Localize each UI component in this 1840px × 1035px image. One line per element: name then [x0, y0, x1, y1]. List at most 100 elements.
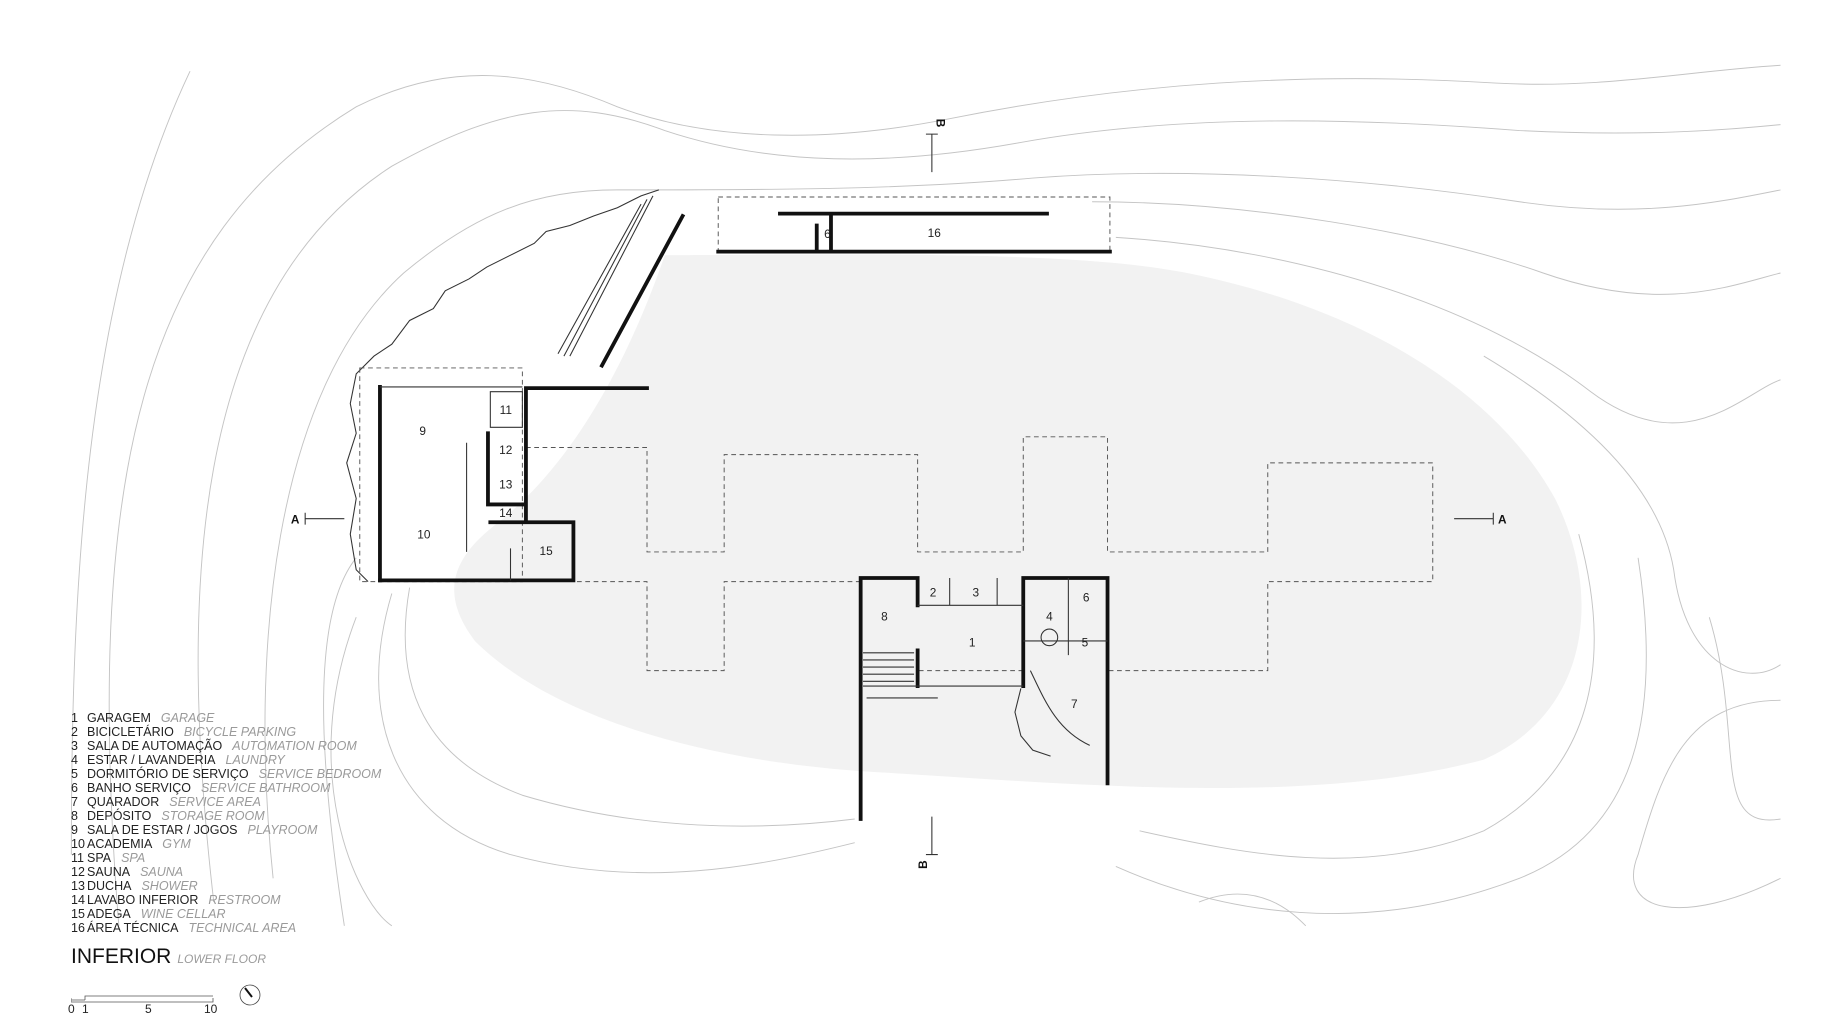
retaining-edge — [346, 189, 660, 582]
room-label: 7 — [1071, 697, 1078, 711]
legend-number: 14 — [71, 893, 85, 907]
legend-name: QUARADOR — [87, 795, 160, 809]
plan-title: INFERIOR LOWER FLOOR — [71, 945, 266, 969]
section-b-top: B — [934, 119, 948, 128]
scale-bar-graphic — [71, 984, 261, 1006]
room-label: 10 — [417, 527, 431, 541]
legend-name-en: TECHNICAL AREA — [188, 921, 297, 935]
legend-name: DUCHA — [87, 879, 132, 893]
legend-number: 16 — [71, 921, 85, 935]
legend-name-en: AUTOMATION ROOM — [232, 739, 357, 753]
legend-name: GARAGEM — [87, 711, 151, 725]
legend-name-en: RESTROOM — [208, 893, 281, 907]
legend-number: 6 — [71, 781, 78, 795]
legend-item: 9 SALA DE ESTAR / JOGOS PLAYROOM — [71, 823, 381, 837]
title-pt: INFERIOR — [71, 945, 172, 968]
scale-tick: 5 — [145, 1002, 152, 1016]
legend-name-en: PLAYROOM — [247, 823, 318, 837]
room-label: 15 — [540, 544, 554, 558]
legend-name: BICICLETÁRIO — [87, 725, 174, 739]
legend-number: 13 — [71, 879, 85, 893]
stair-lines — [557, 195, 654, 357]
legend-name: ADEGA — [87, 907, 131, 921]
legend-number: 12 — [71, 865, 85, 879]
room-label: 3 — [972, 586, 979, 600]
scale-tick: 1 — [82, 1002, 89, 1016]
scale-tick: 10 — [204, 1002, 218, 1016]
legend-name-en: WINE CELLAR — [140, 907, 226, 921]
legend-name: LAVABO INFERIOR — [87, 893, 199, 907]
legend-name-en: LAUNDRY — [225, 753, 285, 767]
legend-name-en: STORAGE ROOM — [161, 809, 265, 823]
upper-floor-outline — [525, 436, 1434, 672]
north-arrow-icon — [239, 984, 261, 1006]
legend-name-en: GYM — [162, 837, 191, 851]
legend-number: 7 — [71, 795, 78, 809]
tech-area-outline — [717, 196, 1111, 254]
room-label: 1 — [969, 635, 976, 649]
room-label: 6 — [1083, 590, 1090, 604]
legend-item: 7 QUARADOR SERVICE AREA — [71, 795, 381, 809]
legend-number: 5 — [71, 767, 78, 781]
title-en: LOWER FLOOR — [177, 952, 267, 966]
legend-number: 2 — [71, 725, 78, 739]
legend-name-en: SERVICE AREA — [169, 795, 261, 809]
room-labels: 6 16 9 10 11 12 13 14 15 8 1 2 3 4 6 5 7 — [417, 226, 1090, 711]
legend-number: 1 — [71, 711, 78, 725]
section-markers: A A B B — [291, 119, 1507, 869]
legend-name: SPA — [87, 851, 112, 865]
legend-name: SALA DE AUTOMAÇÃO — [87, 739, 223, 753]
legend-item: 2 BICICLETÁRIO BICYCLE PARKING — [71, 725, 381, 739]
legend-name: ÁREA TÉCNICA — [87, 921, 179, 935]
room-label: 5 — [1082, 635, 1089, 649]
legend-name-en: GARAGE — [160, 711, 215, 725]
legend-number: 11 — [71, 851, 84, 865]
legend-name-en: BICYCLE PARKING — [183, 725, 297, 739]
section-a-right: A — [1498, 512, 1507, 526]
legend-name-en: SPA — [121, 851, 146, 865]
legend-number: 10 — [71, 837, 85, 851]
room-label: 11 — [500, 403, 513, 417]
legend-item: 3 SALA DE AUTOMAÇÃO AUTOMATION ROOM — [71, 739, 381, 753]
legend-name: BANHO SERVIÇO — [87, 781, 191, 795]
legend-name: SALA DE ESTAR / JOGOS — [87, 823, 238, 837]
room-label: 8 — [881, 609, 888, 623]
scale-tick: 0 — [68, 1002, 75, 1016]
section-b-bottom: B — [916, 860, 930, 869]
room-label: 12 — [499, 443, 512, 457]
legend-item: 4 ESTAR / LAVANDERIA LAUNDRY — [71, 753, 381, 767]
legend-item: 6 BANHO SERVIÇO SERVICE BATHROOM — [71, 781, 381, 795]
legend-number: 15 — [71, 907, 85, 921]
terrain-pad — [454, 254, 1582, 789]
legend-item: 1 GARAGEM GARAGE — [71, 711, 381, 725]
room-label: 4 — [1046, 609, 1053, 623]
legend-name: SAUNA — [87, 865, 131, 879]
legend-name-en: SERVICE BEDROOM — [258, 767, 382, 781]
contour-lines — [70, 64, 1781, 927]
room-label: 16 — [928, 226, 942, 240]
room-label: 6 — [824, 227, 831, 241]
legend-name-en: SHOWER — [141, 879, 198, 893]
room-label: 14 — [499, 506, 513, 520]
legend-name-en: SERVICE BATHROOM — [200, 781, 331, 795]
legend-name: DORMITÓRIO DE SERVIÇO — [87, 767, 249, 781]
legend-number: 9 — [71, 823, 78, 837]
walls — [378, 211, 1112, 821]
room-label: 9 — [419, 424, 426, 438]
legend-number: 4 — [71, 753, 78, 767]
scale-bar: 0 1 5 10 — [68, 978, 261, 1016]
legend-name: ESTAR / LAVANDERIA — [87, 753, 216, 767]
legend-name: DEPÓSITO — [87, 809, 152, 823]
legend-number: 8 — [71, 809, 78, 823]
legend-number: 3 — [71, 739, 78, 753]
legend-name-en: SAUNA — [140, 865, 184, 879]
section-a-left: A — [291, 512, 300, 526]
legend-name: ACADEMIA — [87, 837, 153, 851]
